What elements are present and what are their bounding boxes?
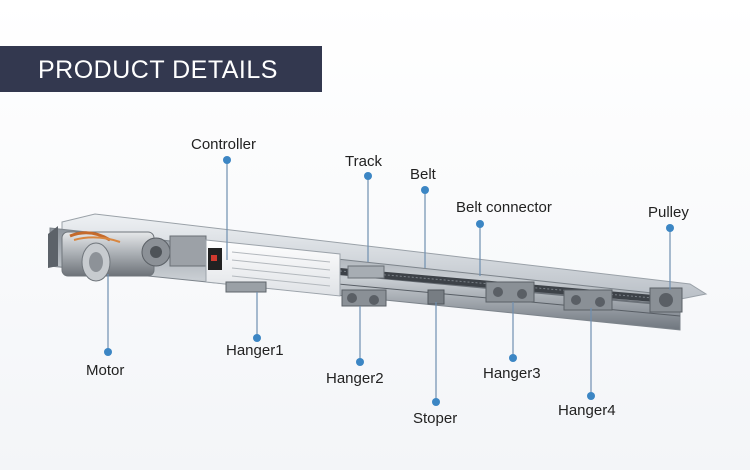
page-title: PRODUCT DETAILS [38,56,278,84]
label-hanger1: Hanger1 [226,342,284,359]
hanger-blocks [225,265,683,313]
label-track: Track [345,153,382,170]
header-banner: PRODUCT DETAILS [0,46,322,92]
label-hanger4: Hanger4 [558,402,616,419]
callout-dots [104,156,674,406]
label-pulley: Pulley [648,204,689,221]
label-hanger2: Hanger2 [326,370,384,387]
motor [61,231,207,282]
label-hanger3: Hanger3 [483,365,541,382]
label-motor: Motor [86,362,125,379]
label-stoper: Stoper [413,410,458,427]
label-belt: Belt [410,166,436,183]
label-belt-connector: Belt connector [456,199,552,216]
label-controller: Controller [191,136,257,153]
callout-lines [107,160,671,402]
